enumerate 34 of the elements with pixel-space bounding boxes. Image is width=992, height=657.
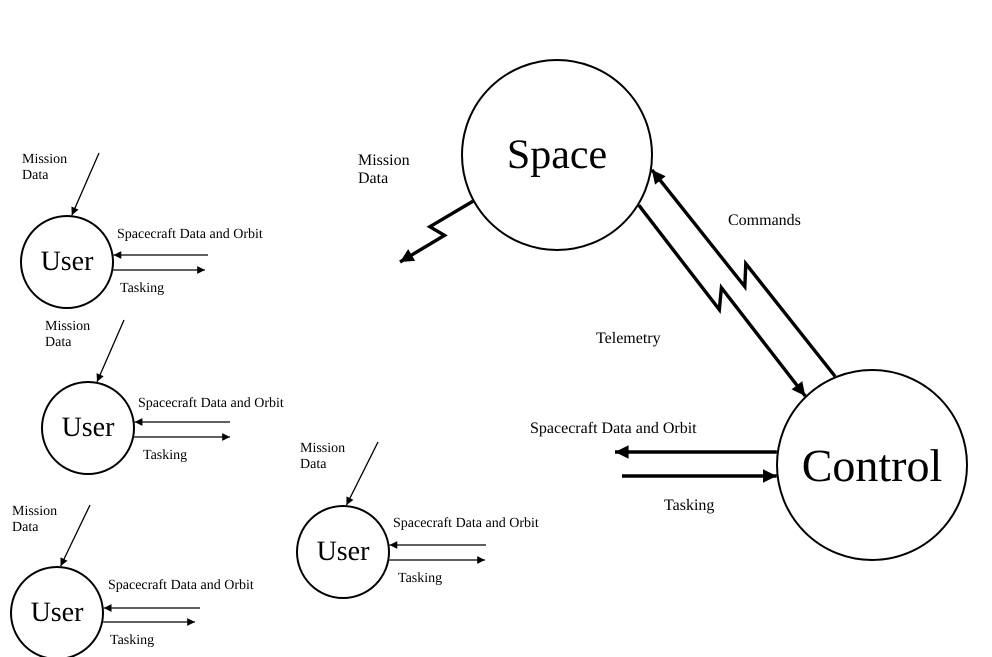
edge-label: Spacecraft Data and Orbit bbox=[108, 578, 254, 594]
edge-label: Spacecraft Data and Orbit bbox=[393, 516, 539, 532]
arrow bbox=[622, 469, 777, 483]
node-label: User bbox=[40, 246, 94, 278]
arrow bbox=[346, 442, 379, 506]
arrow bbox=[615, 445, 777, 459]
arrow bbox=[389, 541, 486, 549]
arrow bbox=[637, 204, 807, 398]
arrow bbox=[389, 556, 485, 564]
arrow bbox=[399, 200, 474, 264]
edge-label: Spacecraft Data and Orbit bbox=[117, 227, 263, 244]
edge-label: Tasking bbox=[664, 497, 714, 516]
edge-label: Spacecraft Data and Orbit bbox=[138, 396, 284, 412]
arrow bbox=[71, 152, 100, 216]
node-label: User bbox=[62, 412, 114, 444]
node-label: User bbox=[30, 597, 84, 629]
arrow bbox=[60, 504, 91, 566]
edge-label: Tasking bbox=[110, 633, 154, 650]
arrow bbox=[113, 266, 205, 274]
edge-label: Tasking bbox=[143, 448, 188, 464]
edge-label: Tasking bbox=[120, 281, 164, 298]
arrow bbox=[96, 320, 125, 382]
edge-label: Telemetry bbox=[596, 330, 661, 348]
arrow bbox=[134, 433, 230, 441]
arrow bbox=[650, 168, 836, 378]
node-label: User bbox=[316, 536, 370, 568]
arrow bbox=[134, 418, 230, 426]
node-label: Control bbox=[802, 438, 942, 492]
edge-label: Tasking bbox=[398, 571, 442, 588]
edge-label: Spacecraft Data and Orbit bbox=[530, 420, 697, 438]
arrow bbox=[113, 251, 208, 259]
node-label: Space bbox=[506, 131, 608, 179]
arrow bbox=[104, 604, 200, 612]
arrow bbox=[103, 618, 195, 626]
